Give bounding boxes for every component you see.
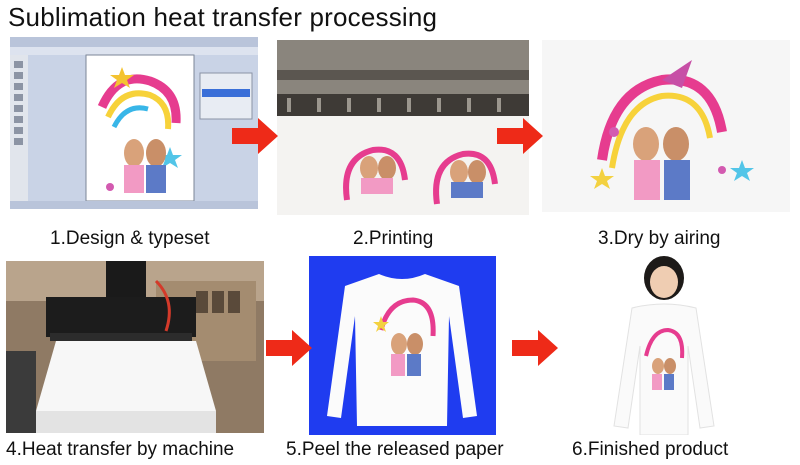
arrow-right-icon <box>232 118 278 154</box>
arrow-right-icon <box>497 118 543 154</box>
step-1-caption: 1.Design & typeset <box>50 228 210 249</box>
step-2-printing-image <box>277 40 529 215</box>
step-5-caption: 5.Peel the released paper <box>286 439 504 460</box>
arrow-right-icon <box>266 330 312 366</box>
step-4-caption: 4.Heat transfer by machine <box>6 439 235 460</box>
step-6-finished-image <box>538 256 790 435</box>
step-3-drying-image <box>542 40 790 212</box>
step-1-design-image <box>10 37 258 209</box>
step-3-caption: 3.Dry by airing <box>598 228 721 249</box>
page-title: Sublimation heat transfer processing <box>8 2 438 32</box>
step-4-heat-press-image <box>6 261 264 433</box>
arrow-right-icon <box>512 330 558 366</box>
step-2-caption: 2.Printing <box>353 228 434 249</box>
step-5-peel-image <box>309 256 496 435</box>
step-6-caption: 6.Finished product <box>572 439 729 460</box>
